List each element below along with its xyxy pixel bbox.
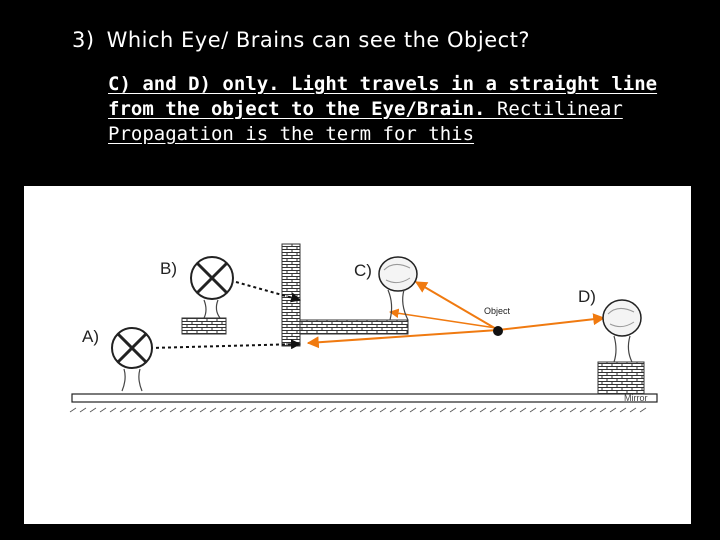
object-label: Object	[484, 306, 511, 316]
diagram-panel: Mirror Object B)	[24, 186, 691, 524]
floor	[69, 393, 658, 413]
question: 3) Which Eye/ Brains can see the Object?	[72, 28, 530, 52]
object-dot	[493, 326, 503, 336]
label-a: A)	[82, 327, 99, 346]
answer-line-3: Propagation is the term for this	[108, 123, 475, 145]
label-b: B)	[160, 259, 177, 278]
eye-brain-c-icon	[378, 256, 418, 321]
floor-label: Mirror	[624, 393, 648, 403]
eye-brain-b-icon	[190, 256, 234, 319]
low-brick-wall	[299, 319, 409, 335]
ray-to-c	[414, 281, 499, 331]
pedestal-b	[181, 317, 227, 335]
label-c: C)	[354, 261, 372, 280]
blocked-ray-a	[149, 339, 301, 350]
answer-line-2-bold: from the object to the Eye/Brain.	[108, 98, 486, 120]
question-text: Which Eye/ Brains can see the Object?	[106, 28, 531, 52]
ray-to-d	[497, 313, 606, 331]
eye-brain-a-icon	[111, 327, 153, 392]
eye-brain-d-icon	[602, 299, 642, 363]
ray-to-c-low	[389, 308, 497, 329]
answer-line-2-rest: Rectilinear	[485, 98, 623, 120]
question-number: 3)	[72, 28, 95, 52]
ray-to-wall	[306, 329, 499, 349]
answer-line-1: C) and D) only. Light travels in a strai…	[108, 73, 658, 95]
light-diagram: Mirror Object B)	[69, 243, 658, 413]
blocked-ray-b	[235, 281, 301, 303]
pedestal-d	[597, 361, 645, 395]
answer-text: C) and D) only. Light travels in a strai…	[108, 72, 668, 147]
label-d: D)	[578, 287, 596, 306]
